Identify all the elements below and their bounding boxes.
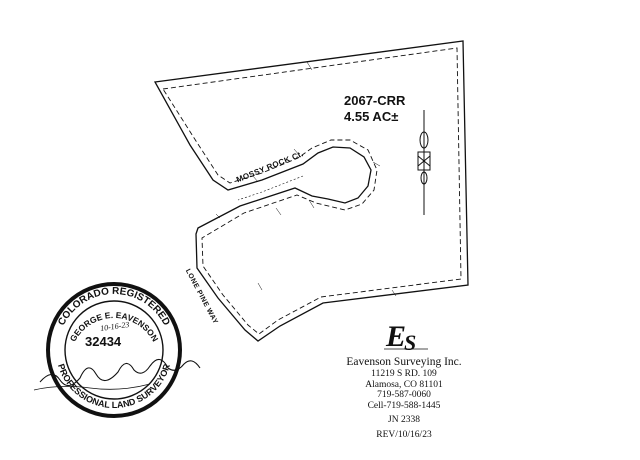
- structure-symbol: [417, 110, 431, 215]
- cul-de-sac-edge: [237, 175, 304, 201]
- revision-date: REV/10/16/23: [376, 430, 432, 440]
- setback-line: [162, 47, 462, 335]
- seal-license-number: 32434: [85, 334, 122, 349]
- signature-flourish: [33, 383, 151, 391]
- job-number: JN 2338: [388, 415, 420, 425]
- lot-boundary-line: [153, 40, 469, 342]
- company-name: Eavenson Surveying Inc.: [346, 356, 462, 368]
- company-cell-phone: Cell-719-588-1445: [367, 400, 441, 411]
- surveyor-signature: [39, 358, 201, 387]
- svg-text:S: S: [404, 330, 416, 354]
- company-address-line-2: Alamosa, CO 81101: [365, 379, 443, 390]
- lot-area-label: 4.55 AC±: [344, 109, 399, 124]
- leader-marks: [215, 61, 397, 297]
- surveyor-seal-rings: [46, 282, 182, 418]
- company-address-line-1: 11219 S RD. 109: [371, 369, 437, 379]
- svg-text:E: E: [385, 320, 406, 353]
- company-info-block: Eavenson Surveying Inc. 11219 S RD. 109 …: [330, 356, 478, 440]
- company-logo: E S: [384, 320, 428, 354]
- lot-id-label: 2067-CRR: [344, 93, 406, 108]
- company-phone: 719-587-0060: [377, 390, 431, 400]
